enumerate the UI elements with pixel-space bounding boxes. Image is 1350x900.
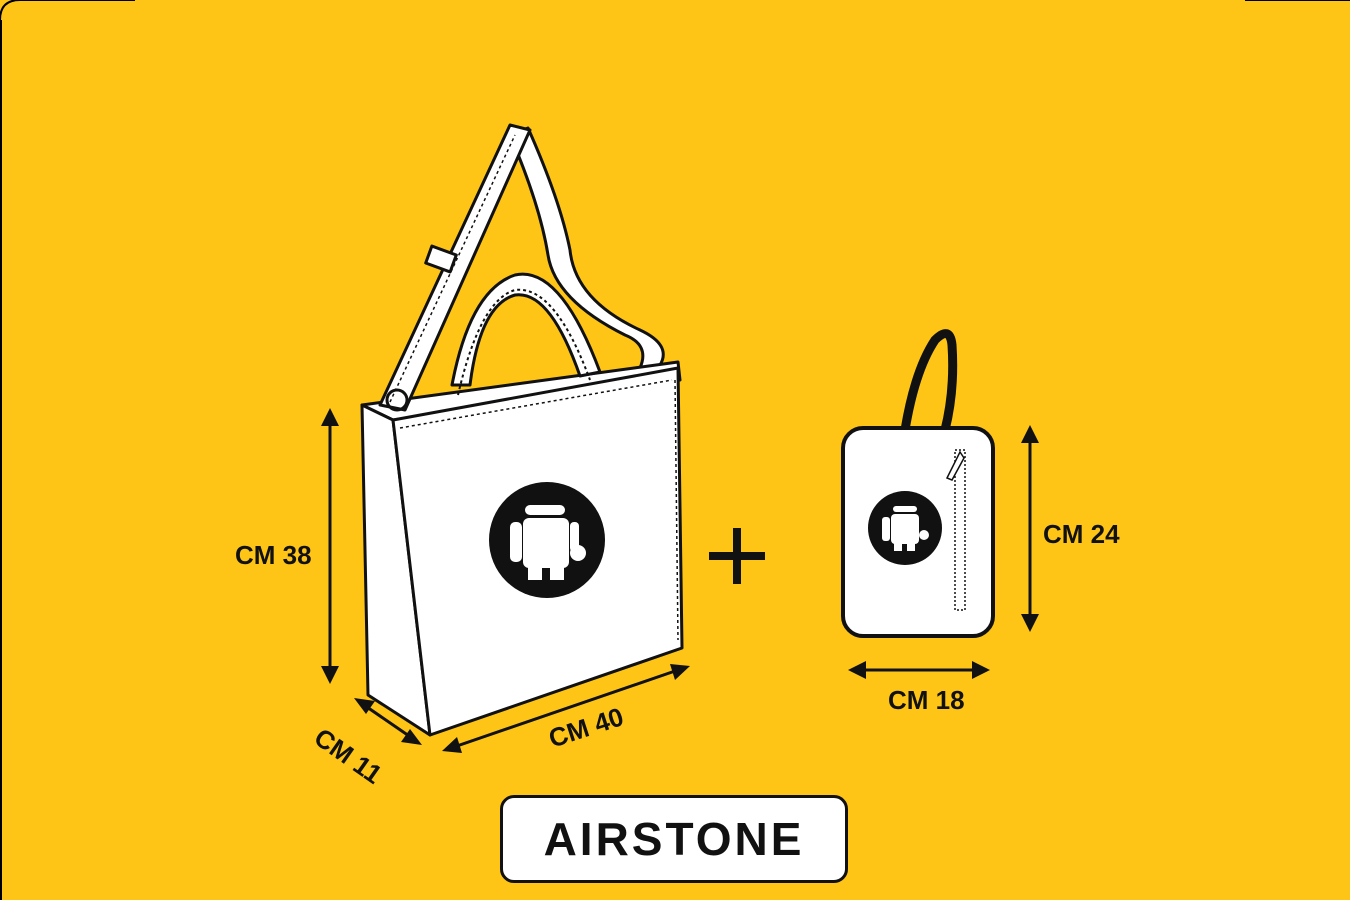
pouch-height-label: CM 24 [1043,519,1120,549]
pouch-loop [900,329,958,432]
pouch-zipper [954,449,966,611]
handle-back [450,272,602,387]
frame-corner [0,0,135,21]
tote-bag-illustration [360,123,684,737]
shoulder-strap-front [378,123,532,412]
shoulder-strap-back [508,126,665,370]
plus-sign [709,528,765,584]
dimension-arrows [321,408,1039,753]
strap-buckle [424,244,458,274]
product-name: AIRSTONE [543,813,805,865]
strap-ring [385,388,409,412]
pouch-width-label: CM 18 [888,685,965,715]
product-name-box: AIRSTONE [500,795,848,883]
bag-height-label: CM 38 [235,540,312,570]
pouch-illustration [841,329,995,638]
